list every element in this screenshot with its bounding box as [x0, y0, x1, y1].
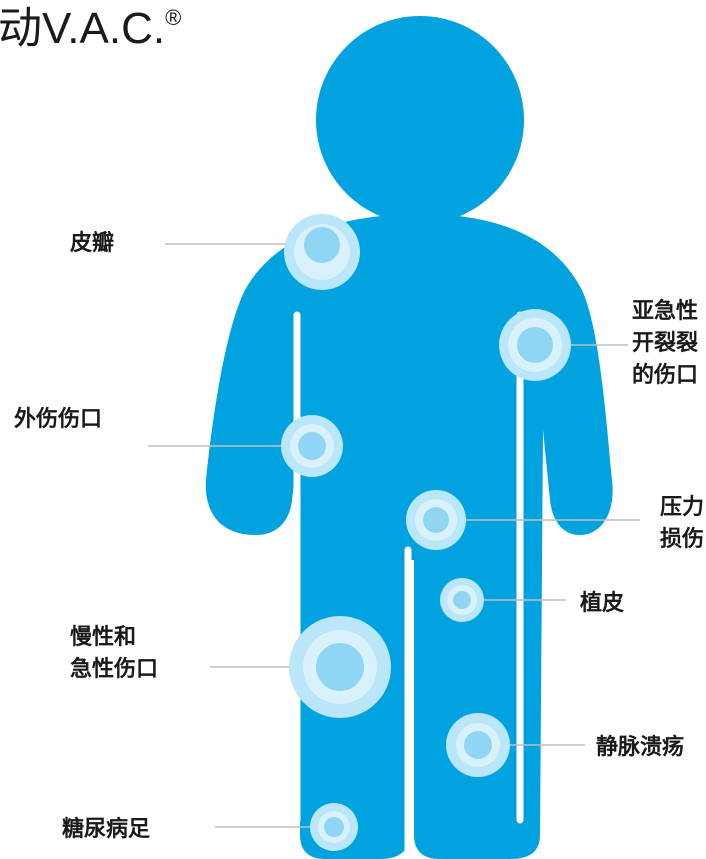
label-line: 急性伤口 — [70, 657, 159, 682]
label-line: 静脉溃疡 — [596, 735, 685, 760]
figure-head — [316, 16, 524, 224]
wound-marker-yali — [406, 490, 466, 550]
wound-marker-waishang — [281, 415, 343, 477]
label-jingmai: 静脉溃疡 — [596, 732, 684, 764]
title-superscript: ® — [165, 5, 182, 30]
label-line: 糖尿病足 — [62, 817, 151, 842]
wound-marker-pibian — [284, 214, 360, 290]
wound-marker-tangniao — [310, 803, 358, 851]
label-line: 慢性和 — [70, 625, 137, 650]
page-title: 动V.A.C.® — [0, 0, 181, 56]
label-line: 外伤伤口 — [14, 407, 103, 432]
label-yali: 压力 损伤 — [660, 492, 704, 556]
label-waishang: 外伤伤口 — [14, 404, 102, 436]
label-yajixing: 亚急性 开裂裂 的伤口 — [632, 296, 698, 392]
label-zhipi: 植皮 — [580, 588, 624, 620]
wound-marker-jingmai — [446, 713, 510, 777]
label-line: 压力 — [660, 495, 705, 520]
label-line: 开裂裂 — [632, 331, 699, 356]
label-tangniao: 糖尿病足 — [62, 814, 150, 846]
label-line: 损伤 — [660, 527, 705, 552]
wound-marker-manxing — [289, 616, 391, 718]
label-line: 的伤口 — [632, 363, 699, 388]
label-manxing: 慢性和 急性伤口 — [70, 622, 158, 686]
label-pibian: 皮瓣 — [70, 228, 114, 260]
label-line: 亚急性 — [632, 299, 699, 324]
wound-marker-yajixing — [499, 309, 571, 381]
wound-marker-zhipi — [440, 578, 484, 622]
label-line: 植皮 — [580, 591, 625, 616]
label-line: 皮瓣 — [70, 231, 115, 256]
title-text: 动V.A.C. — [0, 4, 166, 53]
